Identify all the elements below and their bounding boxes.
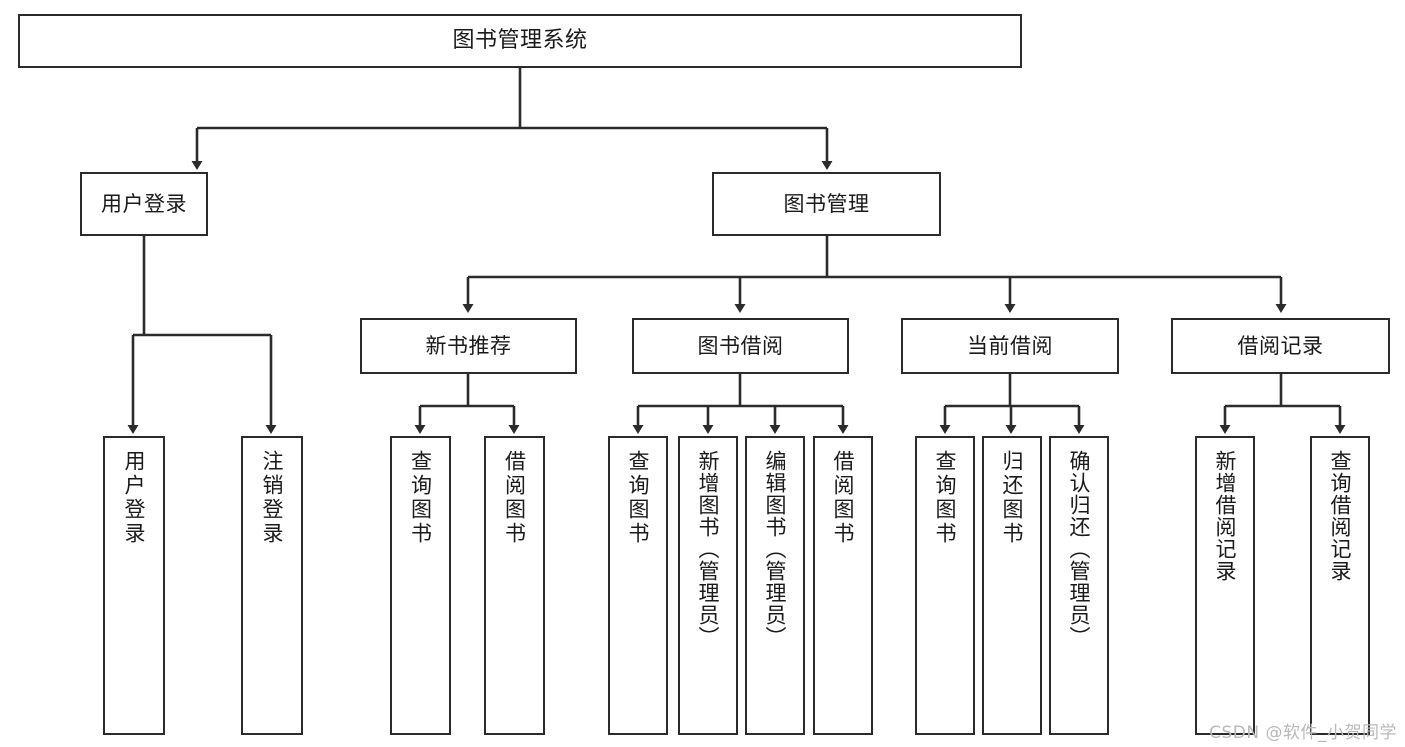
leaf-confirm-return-admin[interactable]: 确认归还（管理员） — [1049, 436, 1109, 735]
node-label: 用户登录 — [101, 191, 187, 216]
leaf-add-book-admin[interactable]: 新增图书（管理员） — [678, 436, 738, 735]
watermark-text: CSDN @软件_小贺同学 — [1209, 723, 1397, 743]
node-root-system[interactable]: 图书管理系统 — [18, 14, 1022, 68]
leaf-return-book[interactable]: 归还图书 — [982, 436, 1042, 735]
node-label: 编辑图书（管理员） — [763, 450, 788, 648]
node-label: 查询借阅记录 — [1328, 450, 1353, 582]
leaf-borrow-book-recommend[interactable]: 借阅图书 — [484, 436, 545, 735]
node-label: 图书管理系统 — [452, 28, 588, 54]
node-label: 借阅记录 — [1237, 333, 1324, 358]
leaf-query-book-recommend[interactable]: 查询图书 — [390, 436, 451, 735]
node-label: 查询图书 — [408, 450, 433, 546]
node-new-book-recommend[interactable]: 新书推荐 — [360, 318, 577, 374]
node-label: 当前借阅 — [967, 333, 1053, 358]
node-label: 新书推荐 — [425, 333, 512, 358]
node-label: 查询图书 — [933, 450, 958, 546]
leaf-edit-book-admin[interactable]: 编辑图书（管理员） — [745, 436, 805, 735]
node-label: 新增借阅记录 — [1213, 450, 1238, 582]
node-label: 归还图书 — [1000, 450, 1025, 546]
node-book-management[interactable]: 图书管理 — [712, 172, 941, 236]
node-user-login[interactable]: 用户登录 — [80, 172, 208, 236]
node-borrow-record[interactable]: 借阅记录 — [1171, 318, 1390, 374]
node-label: 确认归还（管理员） — [1067, 450, 1092, 648]
leaf-query-book-current[interactable]: 查询图书 — [915, 436, 975, 735]
node-book-borrow[interactable]: 图书借阅 — [632, 318, 849, 374]
node-label: 注销登录 — [260, 450, 285, 546]
leaf-borrow-book[interactable]: 借阅图书 — [813, 436, 873, 735]
node-label: 借阅图书 — [502, 450, 527, 546]
node-label: 用户登录 — [122, 450, 147, 546]
node-label: 图书管理 — [783, 191, 870, 216]
node-current-borrow[interactable]: 当前借阅 — [901, 318, 1119, 374]
leaf-logout[interactable]: 注销登录 — [241, 436, 303, 735]
leaf-user-login[interactable]: 用户登录 — [103, 436, 165, 735]
leaf-query-borrow-record[interactable]: 查询借阅记录 — [1310, 436, 1370, 735]
leaf-query-book-borrow[interactable]: 查询图书 — [608, 436, 668, 735]
node-label: 图书借阅 — [697, 333, 784, 358]
node-label: 借阅图书 — [831, 450, 856, 546]
leaf-add-borrow-record[interactable]: 新增借阅记录 — [1195, 436, 1255, 735]
node-label: 查询图书 — [626, 450, 651, 546]
node-label: 新增图书（管理员） — [696, 450, 721, 648]
